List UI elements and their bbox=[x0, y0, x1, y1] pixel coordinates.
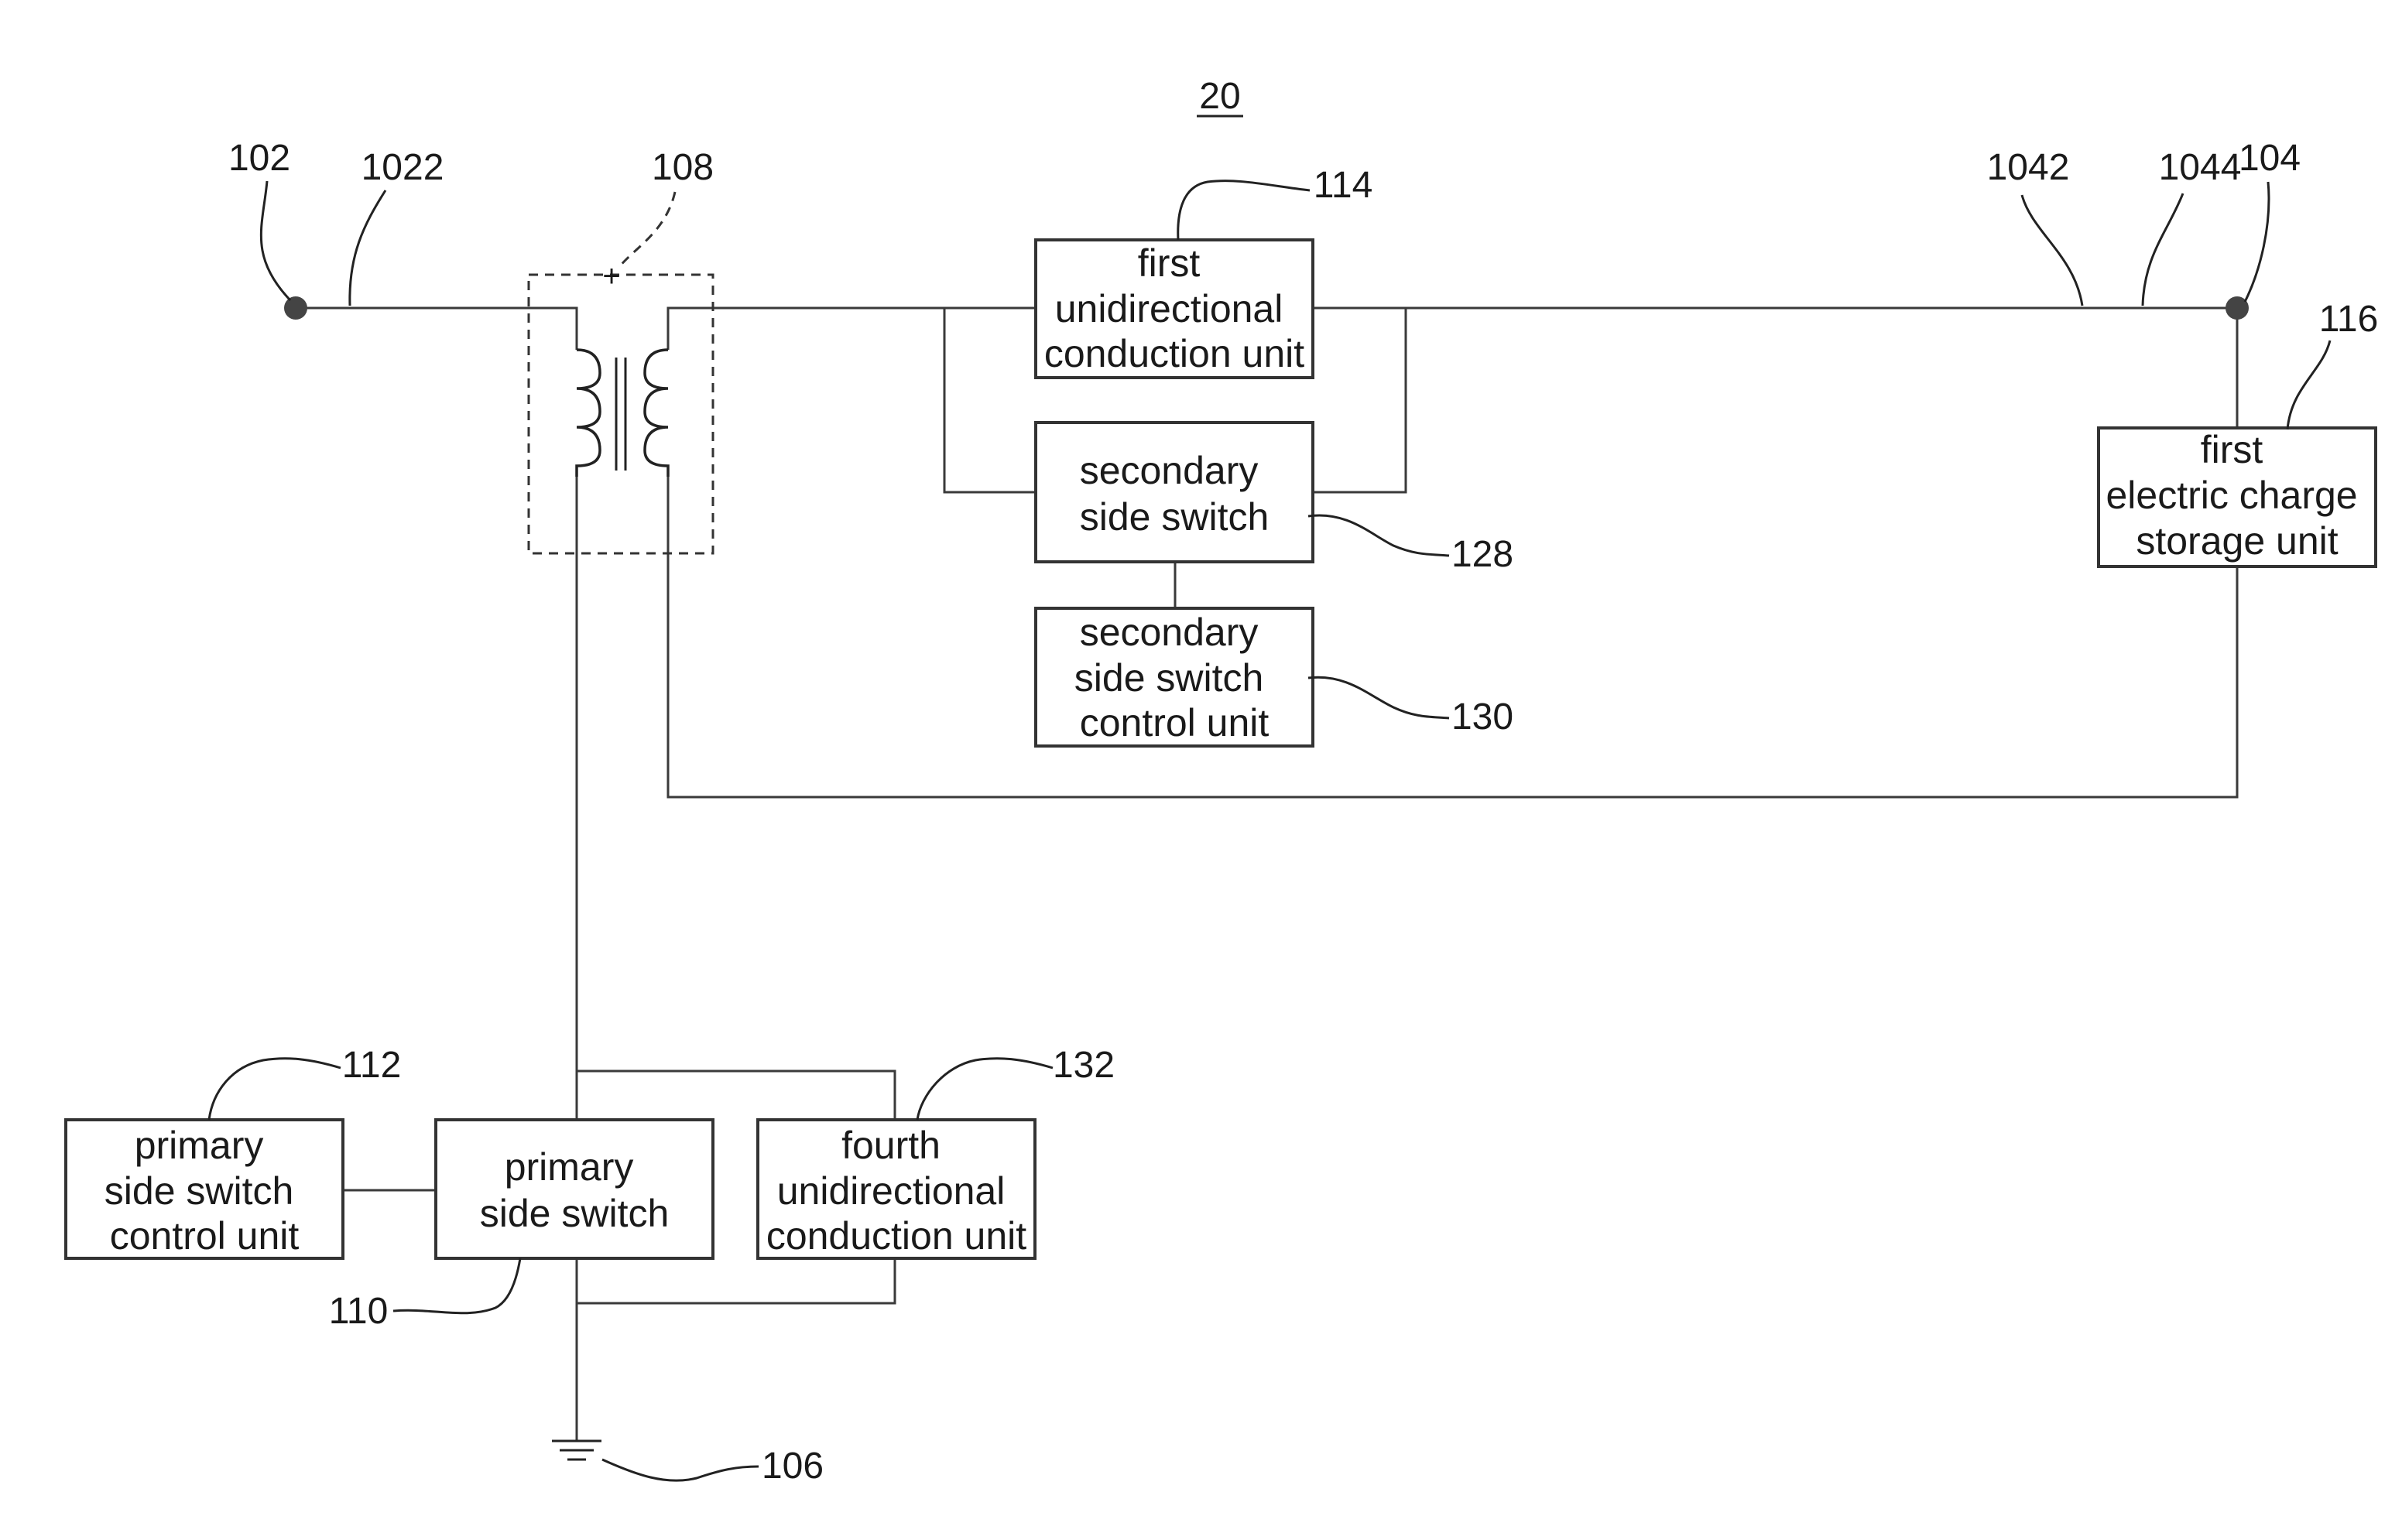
block-label-line: primary bbox=[135, 1124, 264, 1167]
ref-1042: 1042 bbox=[1987, 147, 2070, 188]
block-label-line: side switch bbox=[105, 1169, 294, 1213]
leader-130 bbox=[1308, 677, 1449, 718]
wire-loop-right bbox=[1313, 308, 1406, 492]
block-label-line: first bbox=[2201, 428, 2263, 471]
ground-icon bbox=[552, 1441, 601, 1460]
leader-1022 bbox=[350, 190, 385, 306]
block-label-line: electric charge bbox=[2106, 474, 2357, 517]
block-label-line: secondary bbox=[1080, 611, 1259, 654]
primary-winding-icon bbox=[577, 350, 600, 477]
leader-108 bbox=[619, 192, 675, 267]
leader-102 bbox=[261, 181, 290, 300]
block-label-line: fourth bbox=[841, 1124, 941, 1167]
block-first-unidirectional-conduction-unit: first unidirectional conduction unit bbox=[1036, 240, 1313, 378]
leader-132 bbox=[917, 1059, 1053, 1120]
ref-102: 102 bbox=[228, 138, 290, 179]
ref-108: 108 bbox=[652, 147, 714, 188]
ref-128: 128 bbox=[1451, 534, 1513, 575]
wire-input-to-primary bbox=[296, 308, 577, 350]
block-label-line: control unit bbox=[110, 1214, 300, 1258]
block-primary-side-switch-control-unit: primary side switch control unit bbox=[66, 1120, 343, 1258]
block-label-line: side switch bbox=[1080, 495, 1270, 539]
block-label-line: control unit bbox=[1080, 701, 1270, 744]
block-label-line: unidirectional bbox=[777, 1169, 1006, 1213]
block-label-line: conduction unit bbox=[1044, 332, 1304, 375]
block-label-line: storage unit bbox=[2136, 519, 2338, 563]
wire-fourth-top bbox=[577, 1071, 895, 1120]
ref-130: 130 bbox=[1451, 696, 1513, 737]
terminal-102-icon bbox=[284, 296, 307, 320]
block-label-line: conduction unit bbox=[766, 1214, 1026, 1258]
ref-104: 104 bbox=[2239, 138, 2301, 179]
ref-106: 106 bbox=[762, 1446, 824, 1487]
polarity-mark: + bbox=[602, 259, 620, 293]
leader-1042 bbox=[2022, 195, 2082, 306]
figure-number: 20 bbox=[1199, 76, 1240, 117]
block-fourth-unidirectional-conduction-unit: fourth unidirectional conduction unit bbox=[758, 1120, 1035, 1258]
block-primary-side-switch: primary side switch bbox=[436, 1120, 713, 1258]
leader-110 bbox=[393, 1258, 520, 1313]
leader-104 bbox=[2245, 182, 2269, 302]
block-first-electric-charge-storage-unit: first electric charge storage unit bbox=[2099, 428, 2376, 566]
ref-112: 112 bbox=[342, 1045, 402, 1086]
leader-114 bbox=[1178, 181, 1310, 240]
block-secondary-side-switch: secondary side switch bbox=[1036, 423, 1313, 562]
block-label-line: unidirectional bbox=[1055, 287, 1283, 330]
block-label-line: first bbox=[1138, 241, 1201, 285]
ref-1022: 1022 bbox=[361, 147, 444, 188]
secondary-winding-icon bbox=[645, 350, 668, 477]
ref-110: 110 bbox=[329, 1291, 389, 1332]
leader-112 bbox=[209, 1059, 341, 1120]
ref-116: 116 bbox=[2319, 299, 2379, 340]
leader-1044 bbox=[2143, 193, 2183, 306]
wire-loop-left bbox=[944, 308, 1036, 492]
ref-132: 132 bbox=[1053, 1045, 1115, 1086]
ref-114: 114 bbox=[1314, 165, 1373, 206]
leader-106 bbox=[602, 1460, 759, 1480]
transformer: + bbox=[529, 259, 713, 553]
svg-text:secondary side switch: secondary side switch control unit bbox=[1074, 611, 1274, 744]
block-secondary-side-switch-control-unit: secondary side switch control unit bbox=[1036, 608, 1313, 746]
block-label-line: primary bbox=[505, 1145, 634, 1189]
transformer-dashed-outline bbox=[529, 275, 713, 553]
leader-116 bbox=[2287, 341, 2330, 429]
leader-128 bbox=[1308, 515, 1449, 556]
ref-1044: 1044 bbox=[2159, 147, 2242, 188]
block-label-line: side switch bbox=[1074, 656, 1264, 700]
wire-fourth-bottom bbox=[577, 1258, 895, 1303]
wire-storage-return bbox=[668, 477, 2237, 797]
block-label-line: side switch bbox=[480, 1192, 670, 1235]
wire-secondary-to-diode bbox=[668, 308, 1036, 350]
block-label-line: secondary bbox=[1080, 449, 1259, 492]
